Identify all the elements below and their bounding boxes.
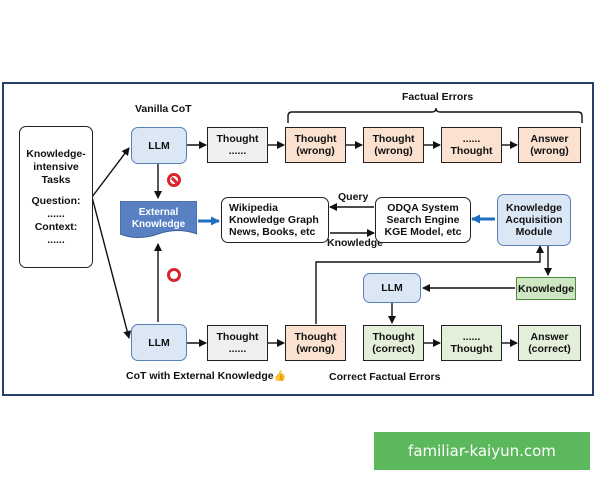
odqa-a: ODQA System [387,202,459,214]
knowledge-box-label: Knowledge [517,282,574,295]
correction-llm-box: LLM [363,273,421,303]
correct-errors-label: Correct Factual Errors [329,371,441,383]
bottom-answer: Answer (correct) [518,325,581,361]
bottom-thought-3: Thought (correct) [363,325,424,361]
top-thought-3-b: (wrong) [374,145,413,157]
top-thought-1: Thought ...... [207,127,268,163]
bottom-thought-1: Thought ...... [207,325,268,361]
bottom-answer-a: Answer [530,331,569,343]
allowed-circle-icon [167,268,181,282]
odqa-c: KGE Model, etc [384,226,462,238]
bottom-thought-4-a: ...... [462,331,481,343]
input-task-box: Knowledge- intensive Tasks Question: ...… [19,126,93,268]
cot-external-label: CoT with External Knowledge👍 [126,370,286,382]
bottom-thought-2: Thought (wrong) [285,325,346,361]
watermark-banner: familiar-kaiyun.com [374,432,590,470]
top-answer-b: (wrong) [530,145,569,157]
bottom-thought-3-b: (correct) [372,343,415,355]
input-line-1: Knowledge- [26,147,86,160]
input-line-4: Question: [31,194,81,207]
top-llm-label: LLM [148,139,170,152]
top-thought-2-b: (wrong) [296,145,335,157]
factual-errors-label: Factual Errors [402,91,474,103]
top-thought-4-b: Thought [450,145,493,157]
top-thought-3-a: Thought [372,133,415,145]
top-answer-a: Answer [530,133,569,145]
vanilla-cot-label: Vanilla CoT [135,103,192,115]
kam-a: Knowledge [505,202,562,214]
input-line-3: Tasks [41,173,71,186]
cot-external-text: CoT with External Knowledge [126,370,274,382]
document-shape-icon [120,201,197,238]
bottom-thought-4: ...... Thought [441,325,502,361]
query-label: Query [338,191,369,203]
top-thought-1-b: ...... [228,145,247,157]
odqa-system-box: ODQA System Search Engine KGE Model, etc [375,197,471,243]
knowledge-flow-label: Knowledge [327,237,384,249]
bottom-answer-b: (correct) [528,343,571,355]
bottom-thought-3-a: Thought [372,331,415,343]
top-thought-2: Thought (wrong) [285,127,346,163]
input-line-6: Context: [34,220,78,233]
top-thought-4-a: ...... [462,133,481,145]
knowledge-acquisition-module: Knowledge Acquisition Module [497,194,571,246]
top-answer: Answer (wrong) [518,127,581,163]
bottom-thought-1-a: Thought [216,331,259,343]
sources-b: Knowledge Graph [229,214,319,226]
external-knowledge-shape: External Knowledge [120,201,197,241]
sources-c: News, Books, etc [229,226,316,238]
top-llm-box: LLM [131,127,187,164]
bottom-thought-2-a: Thought [294,331,337,343]
input-line-5: ...... [47,207,65,220]
prohibited-icon [167,173,181,187]
bottom-thought-4-b: Thought [450,343,493,355]
sources-a: Wikipedia [229,202,278,214]
correction-llm-label: LLM [381,282,403,294]
top-thought-4: ...... Thought [441,127,502,163]
kam-c: Module [515,226,553,238]
external-b: Knowledge [131,219,186,230]
knowledge-sources-box: Wikipedia Knowledge Graph News, Books, e… [221,197,329,243]
thumbs-up-icon: 👍 [273,371,287,382]
kam-b: Acquisition [505,214,563,226]
top-thought-3: Thought (wrong) [363,127,424,163]
diagram-frame [2,82,594,396]
bottom-thought-1-b: ...... [228,343,247,355]
bottom-llm-label: LLM [148,336,170,349]
top-thought-2-a: Thought [294,133,337,145]
bottom-thought-2-b: (wrong) [296,343,335,355]
input-line-2: intensive [33,160,79,173]
external-a: External [138,207,179,218]
bottom-llm-box: LLM [131,324,187,361]
input-line-7: ...... [47,233,65,246]
top-thought-1-a: Thought [216,133,259,145]
external-knowledge-text: External Knowledge [120,207,197,231]
knowledge-box: Knowledge [516,277,576,300]
odqa-b: Search Engine [386,214,460,226]
